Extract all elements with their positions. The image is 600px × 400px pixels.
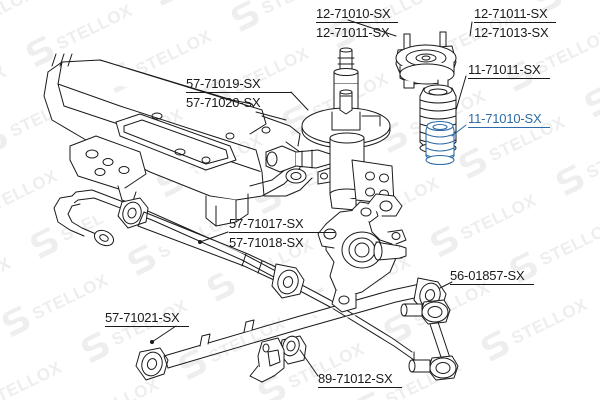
part-label-underline-12-71011-right: [474, 22, 556, 23]
part-label-12-71011-sx-right: 12-71011-SX: [474, 6, 548, 21]
part-label-12-71010-sx: 12-71010-SX: [316, 6, 391, 21]
part-label-12-71011-sx-left: 12-71011-SX: [316, 25, 390, 40]
part-label-underline-11-71010: [468, 127, 550, 128]
part-label-56-01857-sx: 56-01857-SX: [450, 268, 525, 283]
part-label-89-71012-sx: 89-71012-SX: [318, 371, 393, 386]
part-label-underline-11-71011: [468, 78, 550, 79]
part-label-57-71021-sx: 57-71021-SX: [105, 310, 180, 325]
part-label-12-71013-sx: 12-71013-SX: [474, 25, 549, 40]
part-label-underline-12-71010: [316, 22, 398, 23]
part-label-57-71020-sx: 57-71020-SX: [186, 95, 261, 110]
part-label-underline-89-71012: [318, 387, 402, 388]
part-label-underline-57-71017: [229, 232, 335, 233]
part-label-underline-56-01857: [450, 284, 534, 285]
part-label-57-71018-sx: 57-71018-SX: [229, 235, 304, 250]
part-label-11-71011-sx: 11-71011-SX: [468, 62, 541, 77]
part-label-11-71010-sx-highlighted: 11-71010-SX: [468, 111, 542, 126]
part-label-57-71017-sx: 57-71017-SX: [229, 216, 304, 231]
part-label-57-71019-sx: 57-71019-SX: [186, 76, 261, 91]
part-label-underline-57-71019: [186, 92, 292, 93]
part-label-underline-57-71021: [105, 326, 189, 327]
